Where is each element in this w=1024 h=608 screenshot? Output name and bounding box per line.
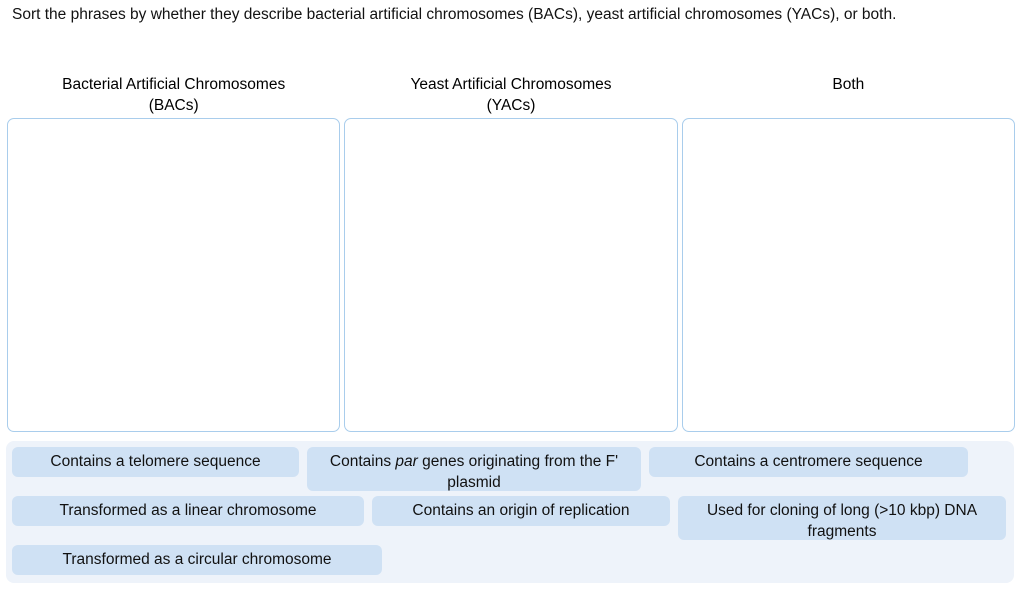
- drop-zone-bacs[interactable]: [7, 118, 341, 432]
- tile-bank: Contains a telomere sequence Contains pa…: [6, 441, 1014, 583]
- tile-telomere[interactable]: Contains a telomere sequence: [12, 447, 299, 477]
- column-bacs: Bacterial Artificial Chromosomes (BACs): [7, 74, 341, 432]
- drop-zone-both[interactable]: [681, 118, 1015, 432]
- drop-zone-yacs[interactable]: [344, 118, 678, 432]
- tile-par-genes-text-before: Contains: [329, 453, 396, 470]
- column-header-yacs: Yeast Artificial Chromosomes (YACs): [344, 74, 677, 118]
- tile-par-genes-text-after: genes originating from the F' plasmid: [417, 453, 619, 491]
- column-header-bacs-line2: (BACs): [148, 97, 199, 114]
- tile-origin-of-replication[interactable]: Contains an origin of replication: [372, 496, 670, 526]
- tile-row: Transformed as a linear chromosome Conta…: [12, 496, 1008, 540]
- tile-circular-chromosome[interactable]: Transformed as a circular chromosome: [12, 545, 382, 575]
- column-both: Both: [681, 74, 1015, 432]
- column-yacs: Yeast Artificial Chromosomes (YACs): [344, 74, 678, 432]
- tile-par-genes-italic: par: [395, 453, 418, 470]
- tile-cloning-long-fragments[interactable]: Used for cloning of long (>10 kbp) DNA f…: [678, 496, 1006, 540]
- tile-row: Contains a telomere sequence Contains pa…: [12, 447, 1008, 491]
- tile-centromere[interactable]: Contains a centromere sequence: [649, 447, 968, 477]
- column-header-both: Both: [682, 74, 1015, 118]
- page-title: Sort the phrases by whether they describ…: [12, 6, 897, 23]
- tile-row: Transformed as a circular chromosome: [12, 545, 1008, 575]
- tile-par-genes[interactable]: Contains par genes originating from the …: [307, 447, 641, 491]
- sorting-columns: Bacterial Artificial Chromosomes (BACs) …: [7, 74, 1015, 432]
- column-header-both-line1: Both: [832, 76, 865, 93]
- column-header-yacs-line2: (YACs): [486, 97, 536, 114]
- column-header-bacs-line1: Bacterial Artificial Chromosomes: [62, 76, 286, 93]
- column-header-yacs-line1: Yeast Artificial Chromosomes: [410, 76, 612, 93]
- column-header-bacs: Bacterial Artificial Chromosomes (BACs): [7, 74, 340, 118]
- tile-linear-chromosome[interactable]: Transformed as a linear chromosome: [12, 496, 364, 526]
